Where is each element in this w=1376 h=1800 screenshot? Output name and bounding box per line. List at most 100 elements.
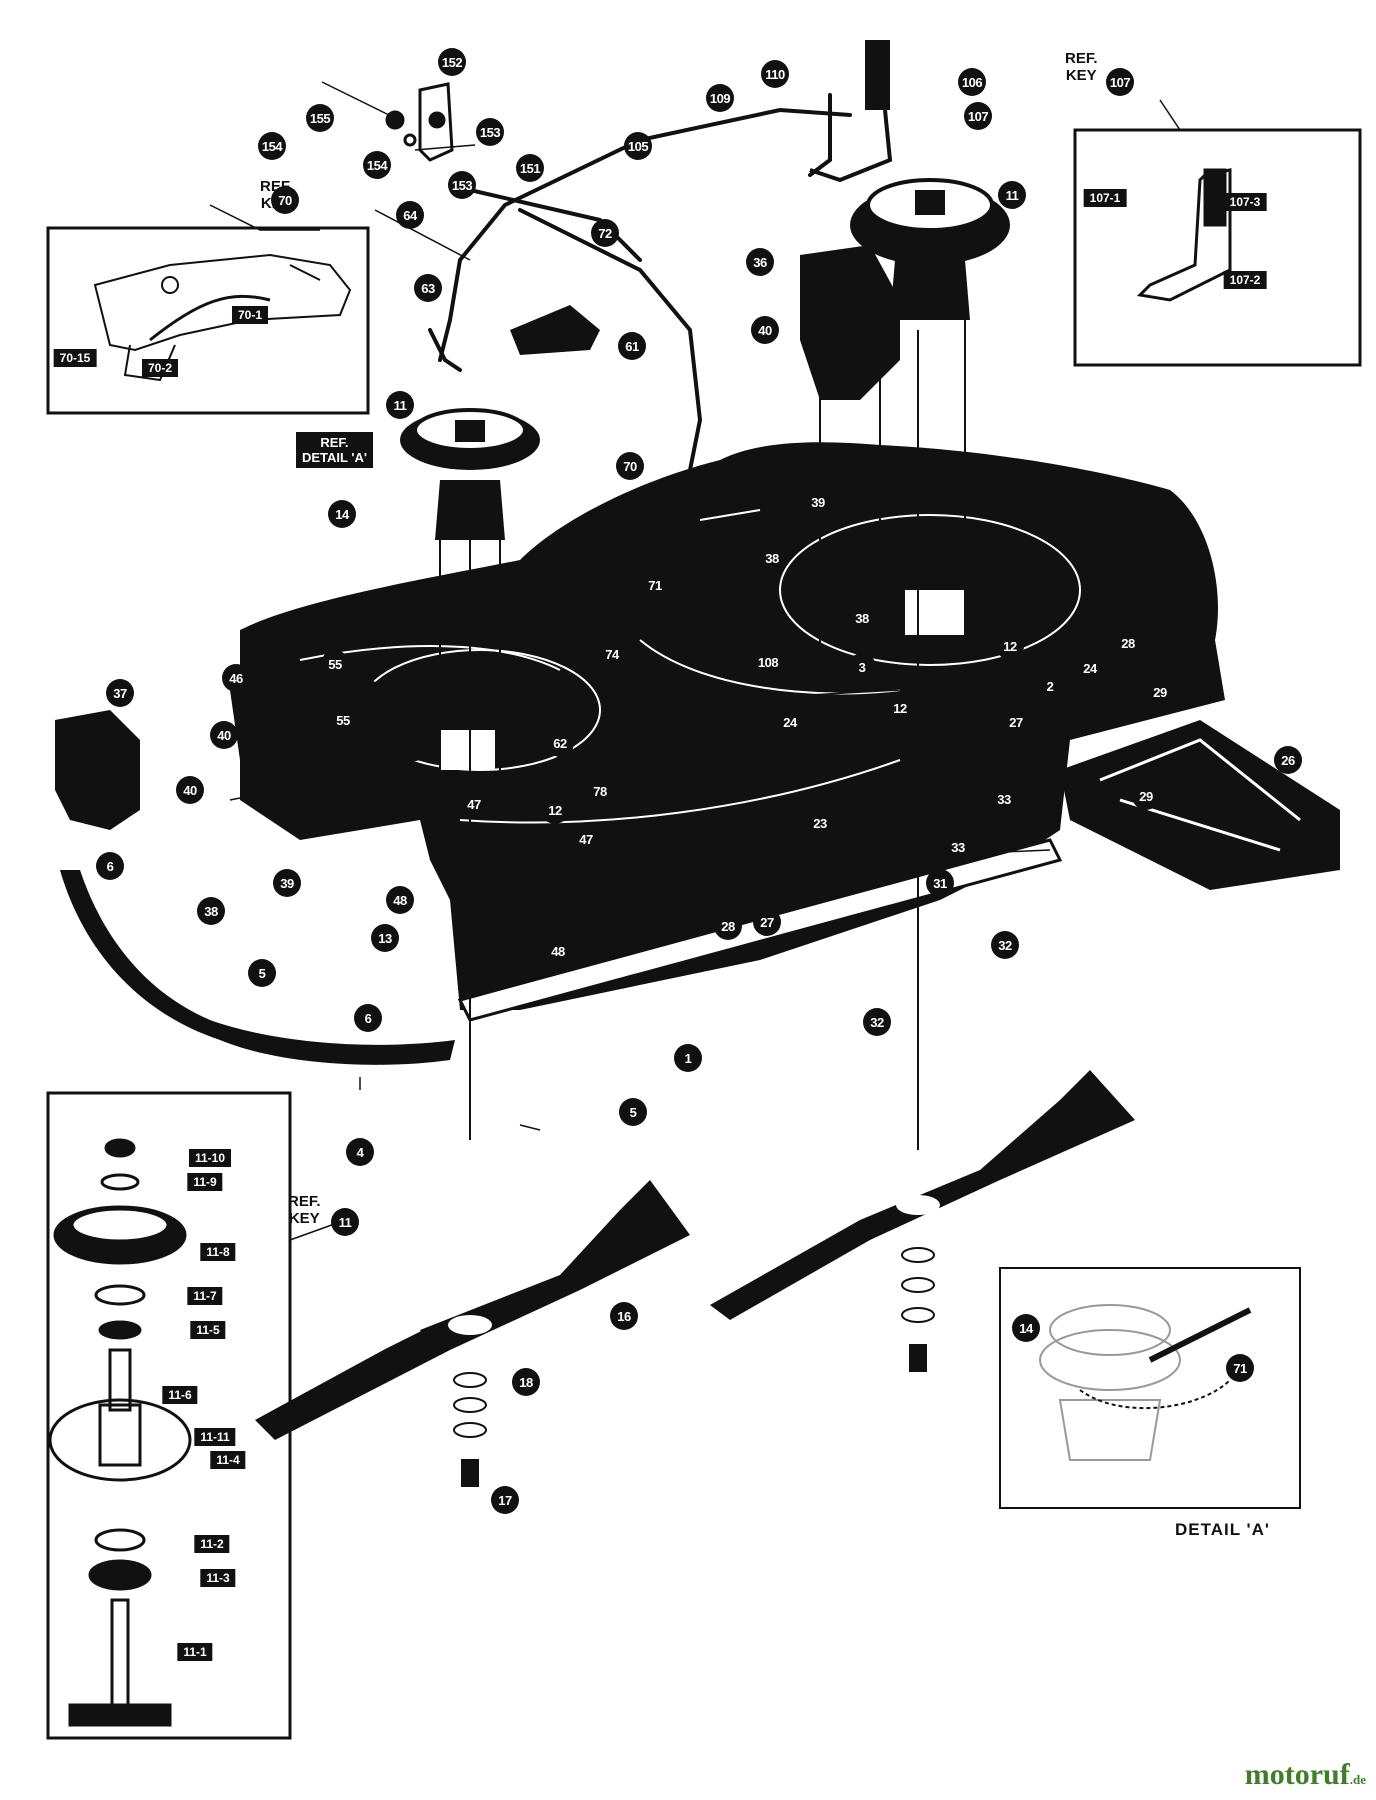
part-callout: 3 — [848, 653, 876, 681]
blade-right — [710, 1070, 1135, 1320]
part-callout: 33 — [990, 785, 1018, 813]
part-callout: 32 — [863, 1008, 891, 1036]
part-callout: 29 — [1146, 678, 1174, 706]
subpart-tag: 11-3 — [200, 1569, 236, 1587]
ref-label-line1: REF. — [1065, 50, 1098, 67]
part-callout: 55 — [329, 706, 357, 734]
part-callout: 36 — [746, 248, 774, 276]
part-callout: 110 — [761, 60, 789, 88]
part-callout: 12 — [886, 694, 914, 722]
ref-label-line1: REF. — [288, 1193, 321, 1210]
subpart-tag: 107-1 — [1083, 189, 1127, 207]
part-callout: 17 — [491, 1486, 519, 1514]
part-callout: 29 — [1132, 782, 1160, 810]
spindle-opening-right — [905, 590, 965, 635]
part-callout: 106 — [958, 68, 986, 96]
subpart-tag: 11-6 — [162, 1386, 198, 1404]
part-callout: 109 — [706, 84, 734, 112]
part-callout: 18 — [512, 1368, 540, 1396]
spindle-assembly-drawing — [48, 1138, 192, 1727]
part-callout: 24 — [776, 708, 804, 736]
part-callout: 61 — [618, 332, 646, 360]
part-callout: 2 — [1036, 672, 1064, 700]
part-callout: 38 — [848, 604, 876, 632]
part-callout: 154 — [258, 132, 286, 160]
part-callout: 38 — [197, 897, 225, 925]
part-callout: 153 — [448, 171, 476, 199]
part-callout: 40 — [210, 721, 238, 749]
subpart-tag: 11-2 — [194, 1535, 230, 1553]
subpart-tag: 70-2 — [141, 359, 179, 377]
subpart-tag: 11-5 — [190, 1321, 226, 1339]
part-callout: 63 — [414, 274, 442, 302]
subpart-tag: 11-1 — [177, 1643, 213, 1661]
bracket-107-arm — [809, 109, 893, 183]
subpart-tag: 11-10 — [188, 1149, 232, 1167]
subpart-tag: 107-2 — [1223, 271, 1267, 289]
part-callout: 151 — [516, 154, 544, 182]
pulley-left — [400, 408, 540, 540]
part-callout: 40 — [176, 776, 204, 804]
part-callout: 11 — [331, 1208, 359, 1236]
part-callout: 47 — [572, 825, 600, 853]
part-callout: 33 — [944, 833, 972, 861]
part-callout: 48 — [544, 937, 572, 965]
part-callout: 74 — [598, 640, 626, 668]
subpart-tag: 11-9 — [187, 1173, 223, 1191]
ref-key-107-label: REF. KEY — [1065, 50, 1098, 84]
part-callout: 153 — [476, 118, 504, 146]
part-callout: 16 — [610, 1302, 638, 1330]
part-callout: 14 — [1012, 1314, 1040, 1342]
subpart-tag: 11-11 — [194, 1428, 236, 1446]
part-callout: 55 — [321, 650, 349, 678]
subpart-tag: 70-1 — [231, 306, 269, 324]
ref-key-11-label: REF. KEY — [288, 1193, 321, 1227]
part-callout: 78 — [586, 777, 614, 805]
ref-label-line2: KEY — [1065, 67, 1097, 84]
part-callout: 24 — [1076, 654, 1104, 682]
part-callout: 40 — [751, 316, 779, 344]
part-callout: 5 — [619, 1098, 647, 1126]
part-callout: 27 — [1002, 708, 1030, 736]
subpart-tag: 11-8 — [200, 1243, 236, 1261]
part-callout: 28 — [1114, 629, 1142, 657]
part-callout: 39 — [273, 869, 301, 897]
assembly-lines — [439, 300, 966, 1150]
bracket-70-drawing — [93, 253, 352, 382]
part-callout: 72 — [591, 219, 619, 247]
baffle-4 — [60, 870, 455, 1065]
subpart-tag: 11-4 — [210, 1451, 246, 1469]
detail-a-caption: DETAIL 'A' — [1175, 1520, 1270, 1539]
part-callout: 62 — [546, 729, 574, 757]
part-callout: 6 — [96, 852, 124, 880]
ref-box-11 — [46, 1091, 292, 1740]
part-callout: 46 — [222, 664, 250, 692]
part-callout: 38 — [758, 544, 786, 572]
part-callout: 70 — [271, 186, 299, 214]
watermark-suffix: .de — [1349, 1772, 1366, 1787]
part-callout: 107 — [964, 102, 992, 130]
part-callout: 155 — [306, 104, 334, 132]
pulley-right — [850, 178, 1010, 320]
part-callout: 64 — [396, 201, 424, 229]
subpart-tag: 70-15 — [53, 349, 97, 367]
subpart-tag: 11-7 — [187, 1287, 223, 1305]
part-callout: 31 — [926, 869, 954, 897]
ref-box-107 — [1073, 128, 1362, 367]
part-callout: 47 — [460, 790, 488, 818]
watermark-name: motoruf — [1244, 1758, 1350, 1791]
ref-detail-a-label: REF. DETAIL 'A' — [296, 432, 373, 468]
detail-a-box — [999, 1267, 1301, 1509]
rear-frame-26 — [1060, 720, 1340, 890]
part-callout: 28 — [714, 912, 742, 940]
part-callout: 37 — [106, 679, 134, 707]
ref-label-line2: KEY — [288, 1210, 320, 1227]
idler-block-61 — [510, 305, 600, 355]
part-callout: 152 — [438, 48, 466, 76]
part-callout: 27 — [753, 908, 781, 936]
spindle-opening-left — [440, 730, 495, 770]
part-callout: 32 — [991, 931, 1019, 959]
part-callout: 154 — [363, 151, 391, 179]
part-callout: 70 — [616, 452, 644, 480]
